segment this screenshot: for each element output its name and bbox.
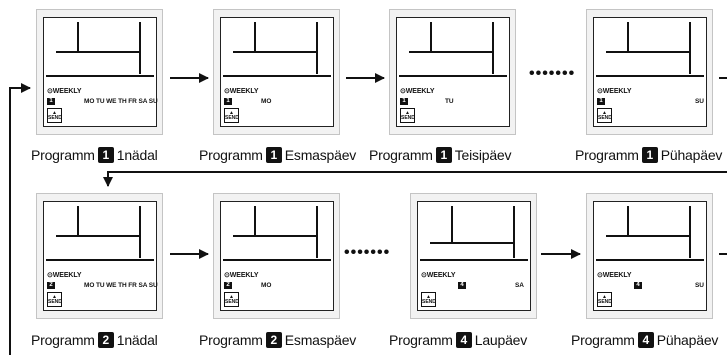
send-button-icon: ▲SEND: [47, 292, 62, 307]
send-button-icon: ▲SEND: [597, 108, 612, 123]
lcd-panel-r2-3: ⊙WEEKLY 4 SA ▲SEND: [410, 193, 537, 319]
weekly-label: ⊙WEEKLY: [400, 88, 435, 95]
lcd-screen: ⊙WEEKLY 4 SA ▲SEND: [417, 201, 531, 311]
day-labels: MO: [261, 98, 272, 105]
lcd-screen: ⊙WEEKLY 2 MO TU WE TH FR SA SU ▲SEND: [43, 201, 158, 311]
lcd-screen: ⊙WEEKLY 1 SU ▲SEND: [593, 17, 707, 127]
lcd-screen: ⊙WEEKLY 1 TU ▲SEND: [396, 17, 510, 127]
lcd-screen: ⊙WEEKLY 4 SU ▲SEND: [593, 201, 707, 311]
program-badge: 2: [265, 332, 282, 348]
program-badge: 4: [455, 332, 472, 348]
day-labels: MO TU WE TH FR SA SU: [84, 98, 158, 105]
weekly-label: ⊙WEEKLY: [47, 272, 82, 279]
program-badge: 1: [265, 147, 282, 163]
weekly-label: ⊙WEEKLY: [47, 88, 82, 95]
lcd-panel-r2-1: ⊙WEEKLY 2 MO TU WE TH FR SA SU ▲SEND: [36, 193, 163, 319]
day-labels: SA: [515, 282, 524, 289]
ellipsis-row-2: •••••••: [344, 244, 391, 261]
day-labels: MO: [261, 282, 272, 289]
weekly-label: ⊙WEEKLY: [597, 272, 632, 279]
ellipsis-row-1: •••••••: [529, 65, 576, 82]
program-number: 4: [634, 282, 642, 289]
day-labels: MO TU WE TH FR SA SU: [84, 282, 158, 289]
send-button-icon: ▲SEND: [224, 292, 239, 307]
loop-back-line: [9, 83, 31, 355]
program-number: 2: [47, 282, 55, 289]
lcd-panel-r1-3: ⊙WEEKLY 1 TU ▲SEND: [389, 9, 516, 135]
lcd-panel-r2-4: ⊙WEEKLY 4 SU ▲SEND: [586, 193, 713, 319]
lcd-panel-r1-1: ⊙WEEKLY 1 MO TU WE TH FR SA SU ▲SEND: [36, 9, 163, 135]
lcd-screen: ⊙WEEKLY 1 MO TU WE TH FR SA SU ▲SEND: [43, 17, 158, 127]
lcd-panel-r1-2: ⊙WEEKLY 1 MO ▲SEND: [213, 9, 340, 135]
lcd-panel-r1-4: ⊙WEEKLY 1 SU ▲SEND: [586, 9, 713, 135]
program-number: 1: [597, 98, 605, 105]
program-badge: 2: [97, 332, 114, 348]
send-button-icon: ▲SEND: [421, 292, 436, 307]
row-connector: [103, 171, 727, 187]
weekly-label: ⊙WEEKLY: [224, 272, 259, 279]
day-labels: SU: [695, 282, 704, 289]
program-number: 1: [400, 98, 408, 105]
send-button-icon: ▲SEND: [400, 108, 415, 123]
program-badge: 1: [435, 147, 452, 163]
program-badge: 1: [97, 147, 114, 163]
day-labels: TU: [445, 98, 454, 105]
program-number: 4: [458, 282, 466, 289]
lcd-panel-r2-2: ⊙WEEKLY 2 MO ▲SEND: [213, 193, 340, 319]
program-number: 1: [224, 98, 232, 105]
program-badge: 1: [641, 147, 658, 163]
lcd-screen: ⊙WEEKLY 2 MO ▲SEND: [220, 201, 334, 311]
weekly-label: ⊙WEEKLY: [597, 88, 632, 95]
send-button-icon: ▲SEND: [224, 108, 239, 123]
weekly-label: ⊙WEEKLY: [224, 88, 259, 95]
send-button-icon: ▲SEND: [597, 292, 612, 307]
program-number: 1: [47, 98, 55, 105]
program-number: 2: [224, 282, 232, 289]
weekly-label: ⊙WEEKLY: [421, 272, 456, 279]
send-button-icon: ▲SEND: [47, 108, 62, 123]
program-badge: 4: [637, 332, 654, 348]
day-labels: SU: [695, 98, 704, 105]
lcd-screen: ⊙WEEKLY 1 MO ▲SEND: [220, 17, 334, 127]
